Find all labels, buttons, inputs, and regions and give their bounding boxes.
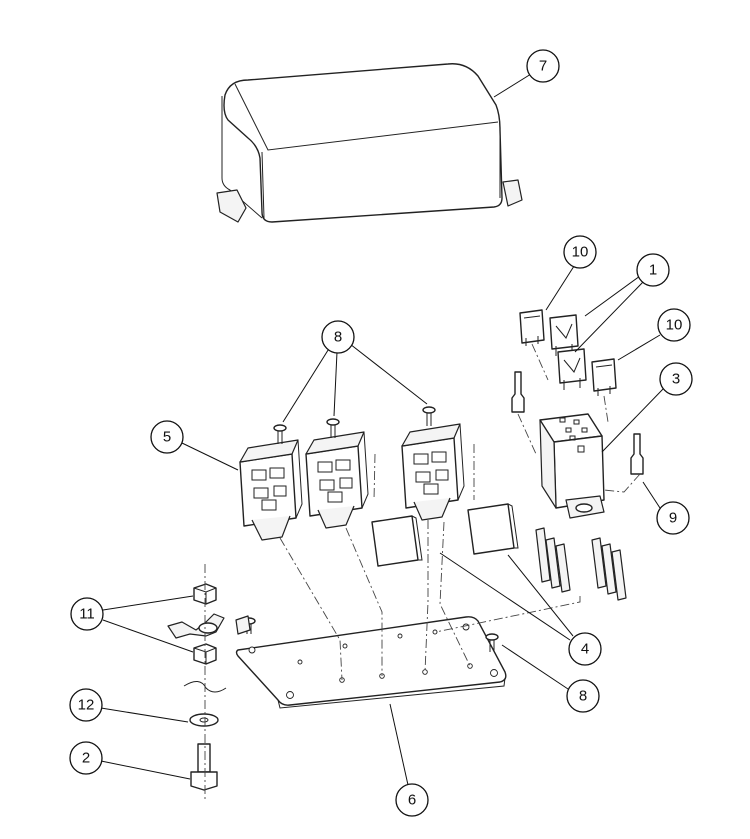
callout-1: 1 <box>636 253 670 287</box>
leader-lines <box>100 73 665 786</box>
callout-4: 4 <box>568 632 602 666</box>
svg-text:8: 8 <box>579 688 587 705</box>
callout-11: 11 <box>70 597 104 631</box>
filler-blocks <box>371 503 519 567</box>
hardware-stack <box>167 583 251 791</box>
callout-8-upper: 8 <box>321 320 355 354</box>
svg-text:4: 4 <box>581 641 589 658</box>
assembly-lines <box>204 343 641 800</box>
svg-text:7: 7 <box>539 58 547 75</box>
svg-text:9: 9 <box>669 510 677 527</box>
svg-text:6: 6 <box>408 792 416 809</box>
callout-6: 6 <box>395 783 429 817</box>
callout-12: 12 <box>69 688 103 722</box>
svg-text:5: 5 <box>163 429 171 446</box>
callout-10-lower: 10 <box>657 308 691 342</box>
callout-3: 3 <box>659 362 693 396</box>
pins <box>511 371 644 475</box>
fuse-holder <box>539 413 605 519</box>
terminals <box>535 527 627 601</box>
callout-9: 9 <box>656 501 690 535</box>
callout-8-lower: 8 <box>566 679 600 713</box>
svg-text:2: 2 <box>82 750 90 767</box>
relay-right <box>401 423 465 521</box>
svg-text:10: 10 <box>572 244 589 261</box>
svg-text:1: 1 <box>649 262 657 279</box>
relay-middle <box>305 431 369 529</box>
cover-part <box>216 63 523 223</box>
svg-text:10: 10 <box>666 317 683 334</box>
callout-10-upper: 10 <box>563 235 597 269</box>
fuses <box>519 309 617 396</box>
svg-text:8: 8 <box>334 329 342 346</box>
relay-left <box>239 439 303 541</box>
callout-2: 2 <box>69 741 103 775</box>
callout-5: 5 <box>150 420 184 454</box>
svg-text:12: 12 <box>78 697 95 714</box>
svg-text:3: 3 <box>672 371 680 388</box>
callout-7: 7 <box>526 49 560 83</box>
svg-text:11: 11 <box>79 606 95 623</box>
base-plate-part <box>235 616 507 709</box>
